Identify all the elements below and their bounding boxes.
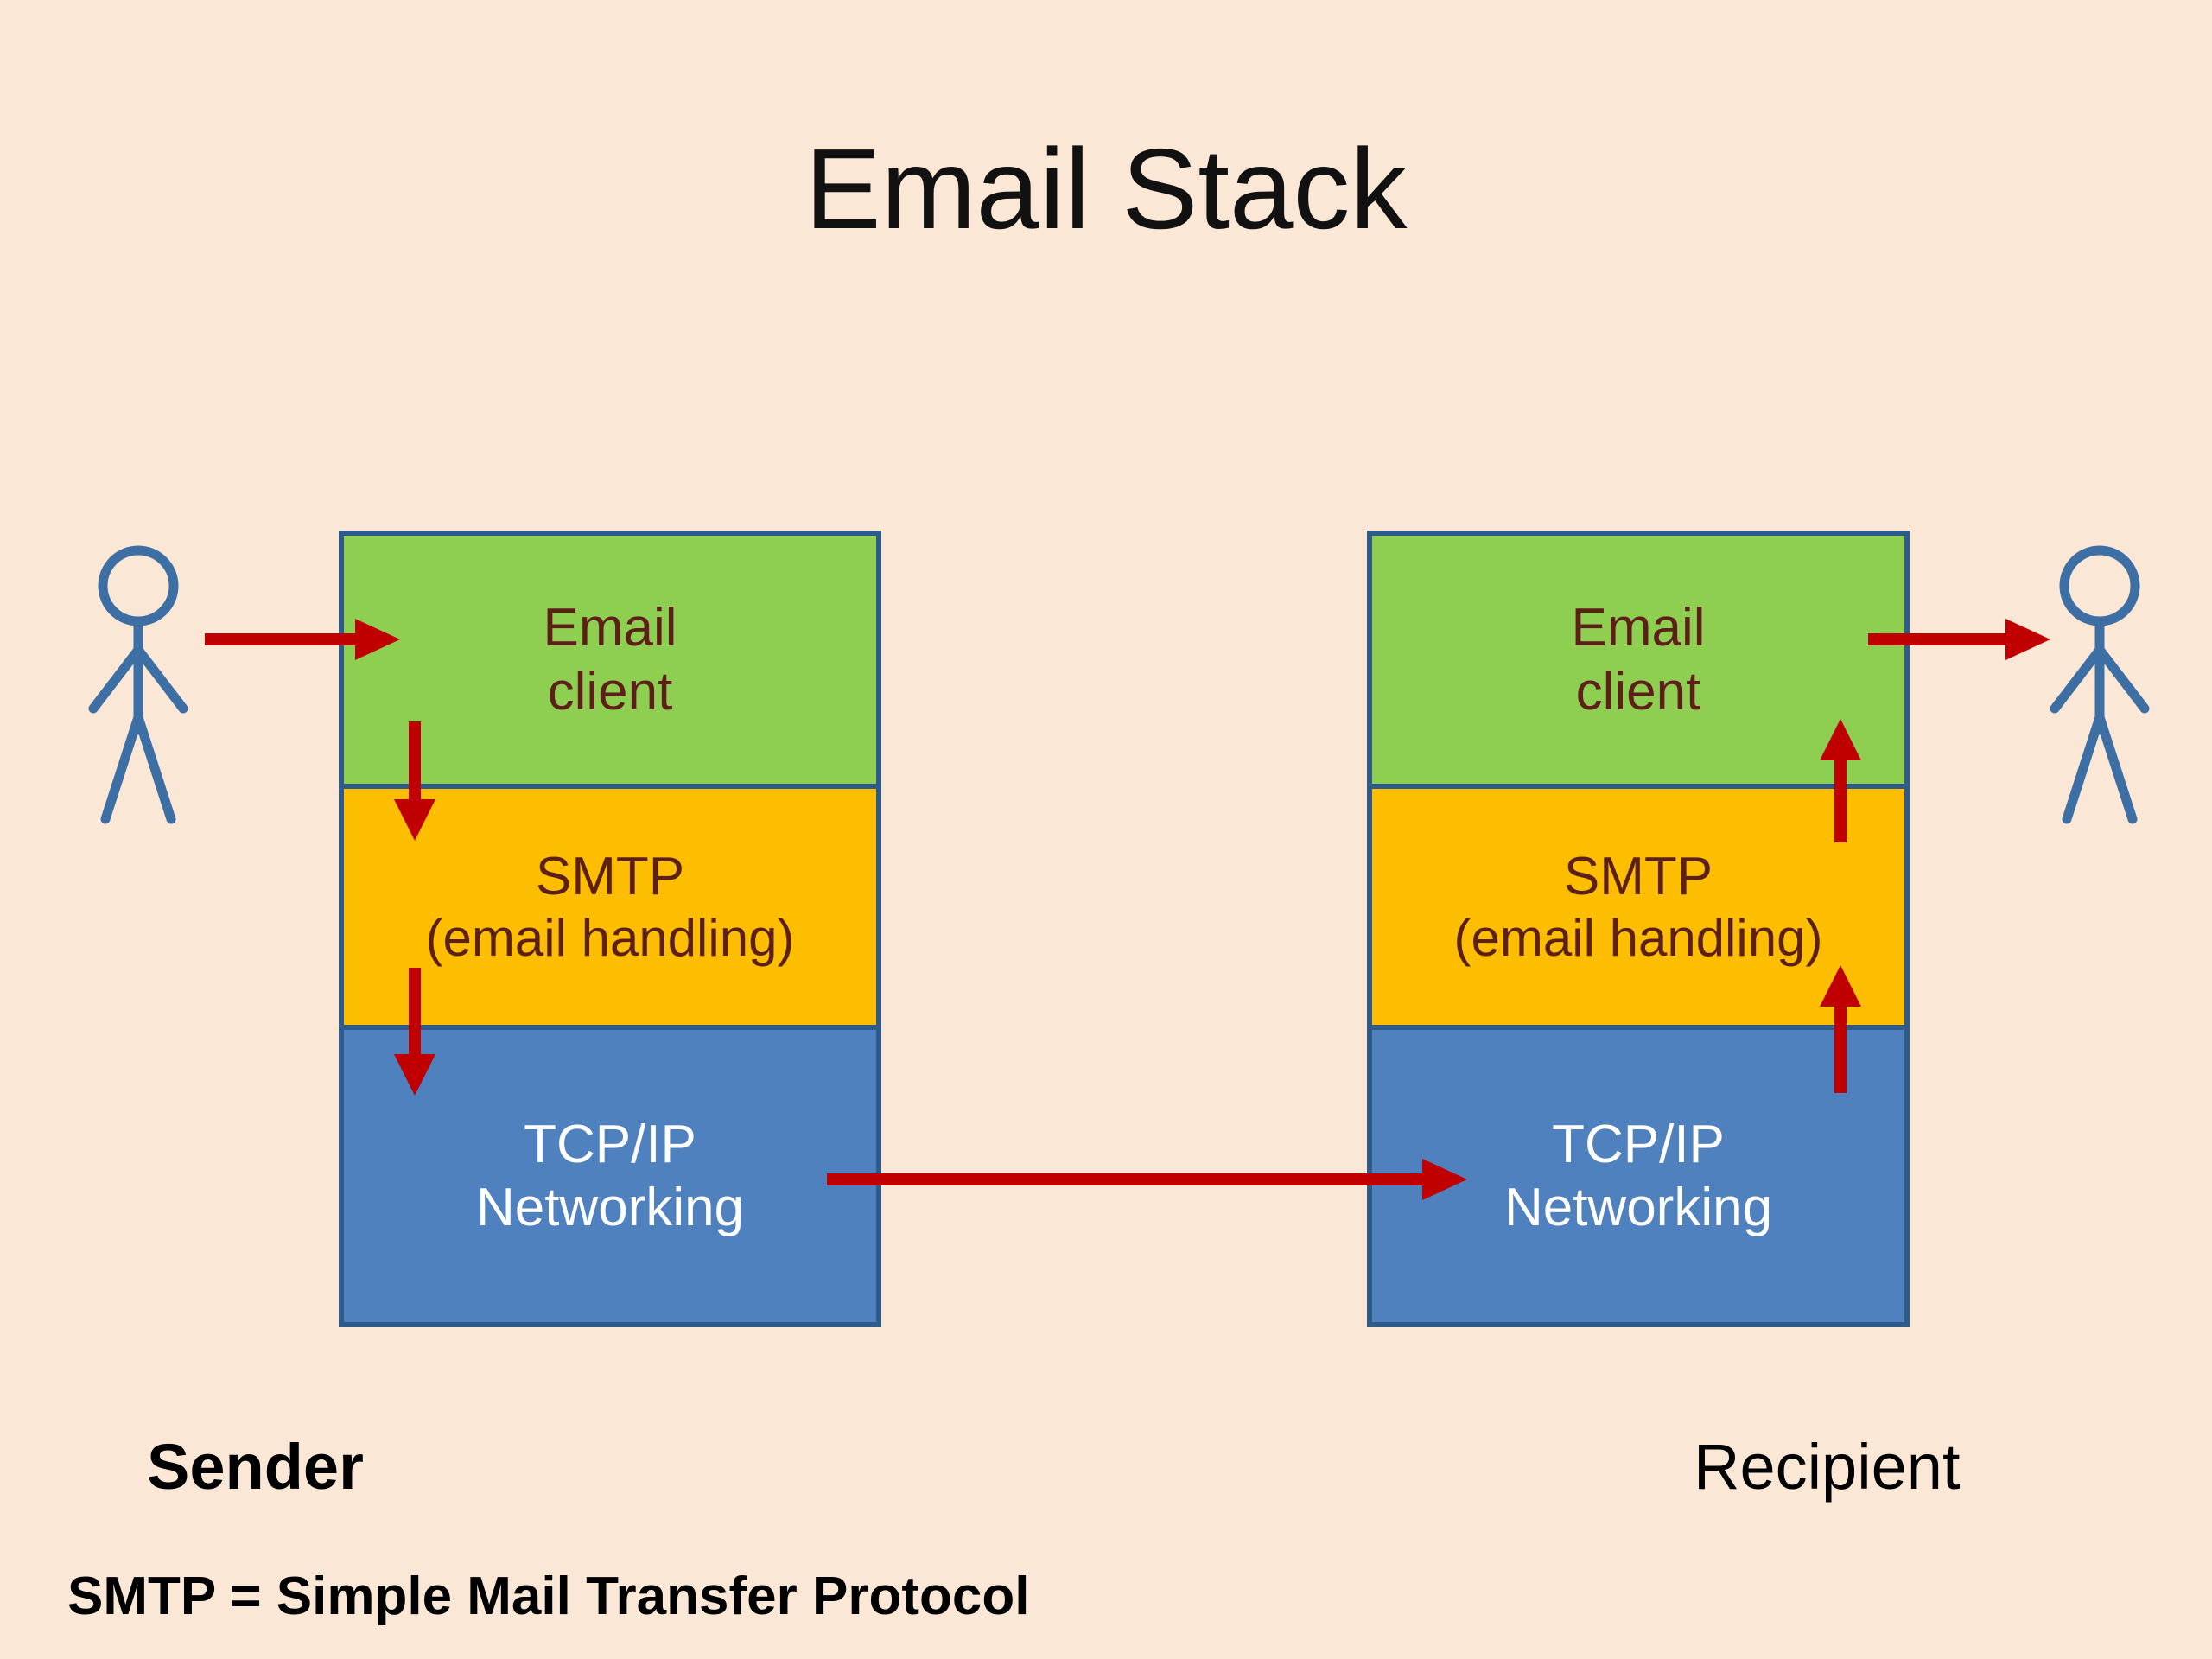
arrow-sender-tcpip-to-recipient-tcpip bbox=[825, 1154, 1469, 1205]
layer-label-line2: client bbox=[1575, 661, 1701, 721]
arrow-sender-client-to-smtp bbox=[389, 721, 441, 842]
stick-figure-recipient-icon bbox=[2048, 544, 2152, 830]
layer-label-line1: SMTP bbox=[535, 846, 685, 906]
arrow-recipient-client-to-person bbox=[1866, 613, 2052, 665]
stick-figure-sender-icon bbox=[86, 544, 190, 830]
layer-label-line1: TCP/IP bbox=[524, 1114, 696, 1174]
layer-label-line2: Networking bbox=[1503, 1178, 1773, 1237]
legend-smtp-expansion: SMTP = Simple Mail Transfer Protocol bbox=[67, 1567, 1030, 1626]
arrow-recipient-smtp-to-email-client bbox=[1815, 717, 1866, 842]
layer-recipient-tcpip[interactable]: TCP/IP Networking bbox=[1372, 1030, 1904, 1322]
arrow-sender-smtp-to-tcpip bbox=[389, 968, 441, 1097]
caption-recipient: Recipient bbox=[1694, 1431, 1961, 1503]
layer-sender-email-client[interactable]: Email client bbox=[344, 536, 876, 784]
layer-label-line1: Email bbox=[543, 598, 677, 658]
stack-sender: Email client SMTP (email handling) TCP/I… bbox=[339, 531, 881, 1327]
layer-sender-smtp[interactable]: SMTP (email handling) bbox=[344, 784, 876, 1030]
layer-label-line2: (email handling) bbox=[1453, 908, 1823, 967]
layer-label-line2: Networking bbox=[475, 1178, 745, 1237]
arrow-sender-to-email-client bbox=[203, 613, 402, 665]
page-title: Email Stack bbox=[804, 125, 1408, 252]
stack-recipient: Email client SMTP (email handling) TCP/I… bbox=[1367, 531, 1910, 1327]
caption-sender: Sender bbox=[147, 1431, 364, 1503]
arrow-recipient-tcpip-to-smtp bbox=[1815, 963, 1866, 1093]
layer-label-line2: client bbox=[547, 661, 673, 721]
layer-label-line1: Email bbox=[1571, 598, 1706, 658]
layer-recipient-smtp[interactable]: SMTP (email handling) bbox=[1372, 784, 1904, 1030]
layer-label-line1: SMTP bbox=[1563, 846, 1713, 906]
layer-label-line2: (email handling) bbox=[425, 908, 795, 967]
layer-recipient-email-client[interactable]: Email client bbox=[1372, 536, 1904, 784]
layer-label-line1: TCP/IP bbox=[1552, 1114, 1725, 1174]
layer-sender-tcpip[interactable]: TCP/IP Networking bbox=[344, 1030, 876, 1322]
